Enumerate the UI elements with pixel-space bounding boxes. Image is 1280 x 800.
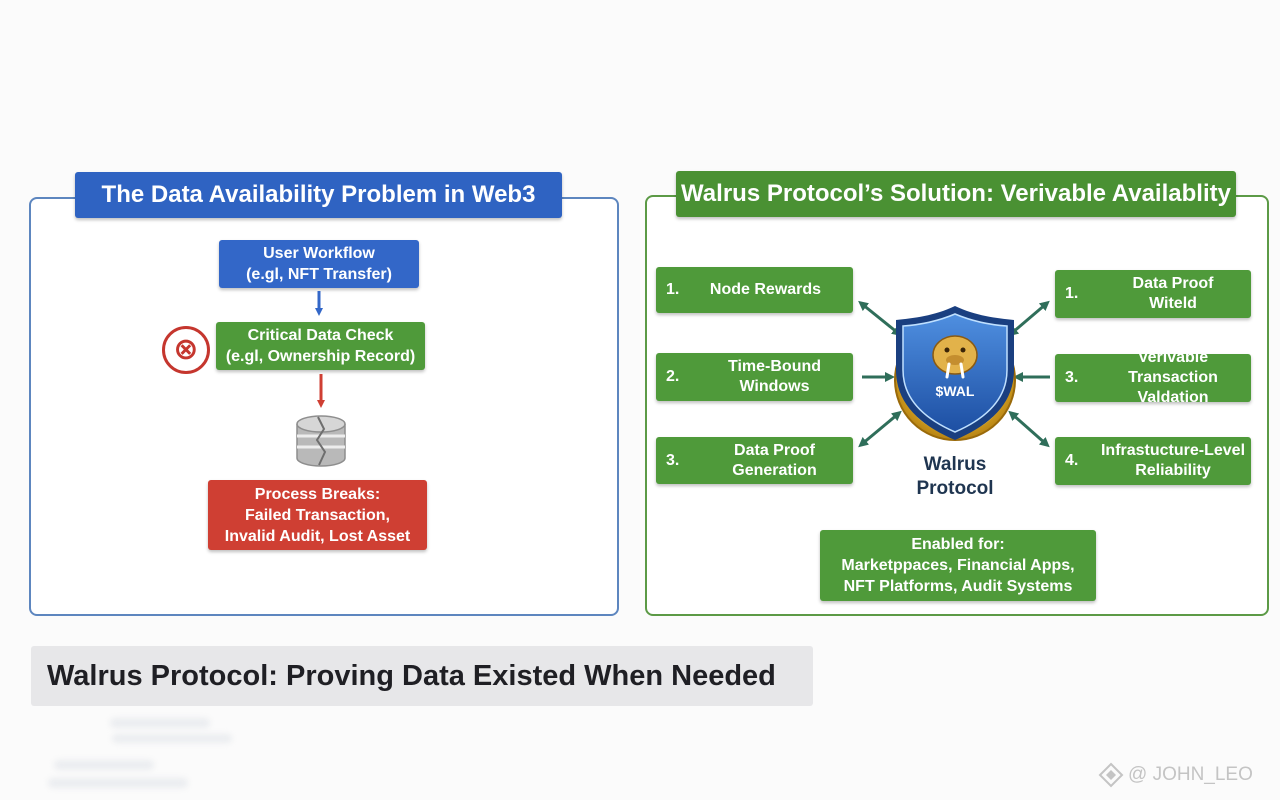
- feature-label-line: Infrastucture-Level: [1100, 442, 1246, 459]
- broken-database-icon: [296, 415, 346, 467]
- enabled-for-line: NFT Platforms, Audit Systems: [843, 578, 1073, 595]
- feature-label-line: Valdation: [1137, 389, 1209, 406]
- process-breaks-line: Failed Transaction,: [245, 506, 390, 524]
- feature-label-line: Windows: [739, 378, 810, 395]
- feature-number: 3.: [666, 451, 680, 469]
- user-workflow-box: User Workflow (e.gl, NFT Transfer): [219, 240, 419, 288]
- link-arrow: [858, 300, 902, 337]
- feature-number: 1.: [1065, 285, 1079, 302]
- blurred-artifact: [48, 778, 188, 788]
- critical-data-check-box: Critical Data Check (e.gl, Ownership Rec…: [216, 322, 425, 370]
- enabled-for-line: Marketppaces, Financial Apps,: [841, 557, 1075, 574]
- feature-number: 1.: [666, 281, 680, 298]
- critical-check-label: Critical Data Check: [247, 327, 394, 344]
- blurred-artifact: [112, 734, 232, 743]
- feature-number: 2.: [666, 368, 680, 385]
- blurred-artifact: [110, 718, 210, 728]
- watermark: @ JOHN_LEO: [1098, 762, 1253, 788]
- feature-number: 4.: [1065, 452, 1079, 469]
- feature-label: Time-Bound Windows: [696, 357, 853, 397]
- feature-label-line: Data Proof: [734, 441, 815, 459]
- problem-panel-title: The Data Availability Problem in Web3: [75, 172, 562, 218]
- critical-check-example: (e.gl, Ownership Record): [225, 348, 416, 365]
- walrus-shield-emblem: $WAL: [894, 306, 1016, 441]
- watermark-text: @ JOHN_LEO: [1128, 764, 1253, 785]
- user-workflow-example: (e.gl, NFT Transfer): [246, 266, 392, 283]
- link-arrow: [858, 410, 902, 448]
- process-breaks-line: Invalid Audit, Lost Asset: [224, 527, 411, 545]
- feature-label: Node Rewards: [709, 281, 822, 298]
- feature-label-line: Generation: [732, 461, 817, 479]
- feature-number: 3.: [1065, 369, 1079, 386]
- feature-label: Verivable Transaction Valdation: [1095, 348, 1251, 408]
- feature-label: Infrastucture-Level Reliability: [1095, 441, 1251, 481]
- walrus-label-line: Walrus: [923, 454, 987, 475]
- x-circle-icon: ⊗: [162, 326, 210, 374]
- feature-label: Data Proof Witeld: [1095, 274, 1251, 314]
- feature-infrastucture-level-reliability: 4. Infrastucture-Level Reliability: [1055, 437, 1251, 485]
- feature-time-bound-windows: 2. Time-Bound Windows: [656, 353, 853, 401]
- feature-label-line: Witeld: [1149, 295, 1197, 312]
- feature-label-line: Reliability: [1135, 462, 1211, 479]
- link-arrow: [1008, 410, 1050, 448]
- feature-label-line: Verivable Transaction: [1128, 349, 1218, 386]
- enabled-for-box: Enabled for: Marketppaces, Financial App…: [820, 530, 1096, 601]
- enabled-for-title: Enabled for:: [911, 536, 1005, 553]
- feature-node-rewards: 1. Node Rewards: [656, 267, 853, 313]
- feature-data-proof-generation: 3. Data Proof Generation: [656, 437, 853, 484]
- walrus-icon: [932, 335, 978, 379]
- feature-label-line: Data Proof: [1132, 275, 1214, 292]
- user-workflow-label: User Workflow: [263, 245, 375, 262]
- link-arrow: [1008, 300, 1050, 337]
- walrus-label-line: Protocol: [916, 478, 994, 499]
- process-breaks-box: Process Breaks: Failed Transaction, Inva…: [208, 480, 427, 550]
- solution-panel-title: Walrus Protocol’s Solution: Verivable Av…: [676, 171, 1236, 217]
- feature-data-proof-witeld: 1. Data Proof Witeld: [1055, 270, 1251, 318]
- blurred-artifact: [54, 760, 154, 770]
- feature-verivable-transaction-valdation: 3. Verivable Transaction Valdation: [1055, 349, 1251, 406]
- footer-caption: Walrus Protocol: Proving Data Existed Wh…: [31, 646, 813, 706]
- feature-label: Data Proof Generation: [696, 441, 853, 481]
- diamond-logo-icon: [1098, 762, 1124, 788]
- wal-coin-label: $WAL: [936, 383, 975, 399]
- process-breaks-title: Process Breaks:: [254, 485, 381, 503]
- feature-label-line: Time-Bound: [727, 358, 822, 375]
- walrus-protocol-label: Walrus Protocol: [885, 453, 1025, 501]
